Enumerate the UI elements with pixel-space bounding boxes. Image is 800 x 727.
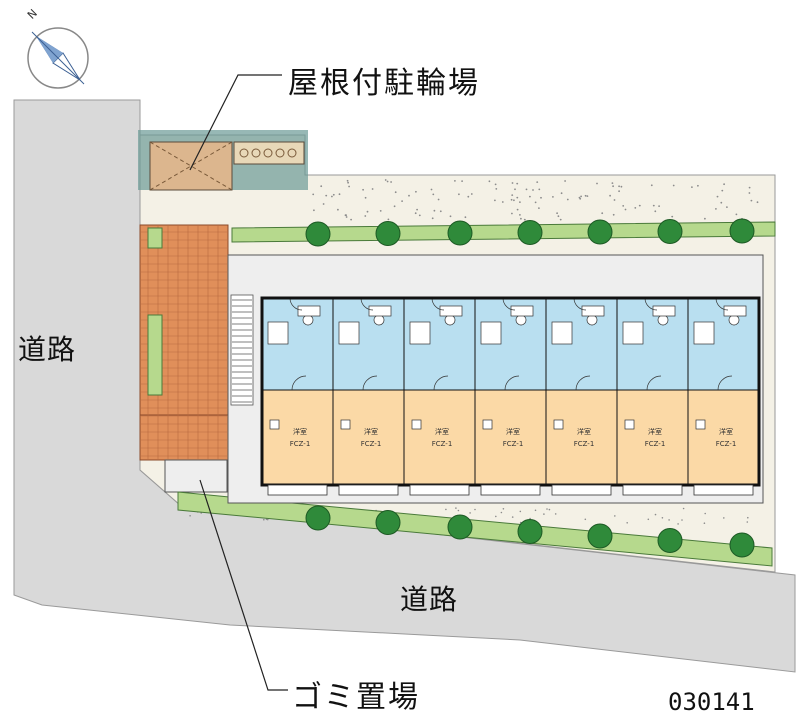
apartment-unit: 洋室 FCZ-1 xyxy=(332,297,405,486)
garbage-area xyxy=(164,459,228,493)
unit-room-type-label: 洋室 xyxy=(293,427,307,436)
compass-north-label: N xyxy=(25,7,40,22)
apartment-unit: 洋室 FCZ-1 xyxy=(474,297,547,486)
unit-room-type-label: 洋室 xyxy=(648,427,662,436)
unit-balcony xyxy=(409,484,470,496)
apartment-unit: 洋室 FCZ-1 xyxy=(403,297,476,486)
tree xyxy=(375,510,401,535)
tree xyxy=(375,221,401,246)
tree xyxy=(587,523,613,549)
unit-room-type-label: 洋室 xyxy=(435,427,449,436)
roofed-bicycle-parking xyxy=(138,130,308,191)
unit-flooring-label: FCZ-1 xyxy=(432,440,453,448)
apartment-units: 洋室 FCZ-1 洋室 FCZ-1 洋室 FCZ-1 洋室 FCZ-1 洋室 FCZ-1 洋室 FCZ… xyxy=(260,296,761,496)
unit-room-type-label: 洋室 xyxy=(577,427,591,436)
unit-balcony xyxy=(480,484,541,496)
unit-balcony xyxy=(338,484,399,496)
road-label-bottom: 道路 xyxy=(400,583,459,616)
callout-leader-bike xyxy=(189,74,282,171)
unit-flooring-label: FCZ-1 xyxy=(503,440,524,448)
unit-balcony xyxy=(551,484,612,496)
tree xyxy=(587,219,613,245)
tree xyxy=(657,528,683,553)
tree xyxy=(657,219,683,244)
callout-leader-trash xyxy=(199,479,288,691)
property-code: 030141 xyxy=(668,688,755,716)
tree xyxy=(447,514,473,540)
planting-strip-left xyxy=(147,227,163,249)
unit-room-type-label: 洋室 xyxy=(364,427,378,436)
unit-balcony xyxy=(622,484,683,496)
callout-garbage-area: ゴミ置場 xyxy=(292,680,420,715)
compass-rose-icon xyxy=(27,27,89,89)
staircase xyxy=(230,294,254,406)
trees xyxy=(305,218,755,558)
road-label-left: 道路 xyxy=(18,333,77,366)
unit-balcony xyxy=(267,484,328,496)
tree xyxy=(517,519,543,544)
tree xyxy=(729,532,755,558)
tree xyxy=(305,505,331,531)
callout-roofed-bicycle-parking: 屋根付駐輪場 xyxy=(288,66,480,101)
unit-room-type-label: 洋室 xyxy=(719,427,733,436)
apartment-unit: 洋室 FCZ-1 xyxy=(261,297,334,486)
tree xyxy=(729,218,755,244)
unit-flooring-label: FCZ-1 xyxy=(716,440,737,448)
tree xyxy=(517,220,543,245)
tree xyxy=(447,220,473,246)
apartment-unit: 洋室 FCZ-1 xyxy=(687,297,760,486)
planting-strip-left xyxy=(147,314,163,396)
unit-room-type-label: 洋室 xyxy=(506,427,520,436)
tree xyxy=(305,221,331,247)
unit-balcony xyxy=(693,484,754,496)
unit-flooring-label: FCZ-1 xyxy=(361,440,382,448)
apartment-unit: 洋室 FCZ-1 xyxy=(616,297,689,486)
unit-flooring-label: FCZ-1 xyxy=(645,440,666,448)
unit-flooring-label: FCZ-1 xyxy=(290,440,311,448)
apartment-unit: 洋室 FCZ-1 xyxy=(545,297,618,486)
unit-flooring-label: FCZ-1 xyxy=(574,440,595,448)
